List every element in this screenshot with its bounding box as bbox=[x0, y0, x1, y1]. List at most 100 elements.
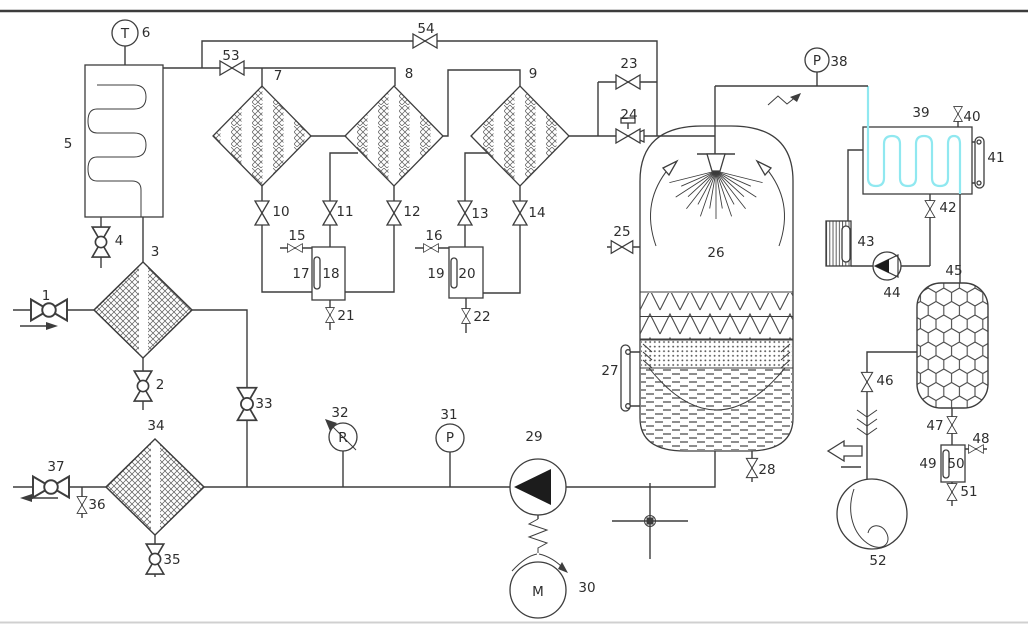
label-15: 15 bbox=[288, 228, 305, 244]
valve-16 bbox=[423, 243, 439, 253]
spray-line bbox=[715, 170, 751, 187]
circulation-arrow-left bbox=[650, 167, 670, 247]
label-24: 24 bbox=[620, 107, 637, 123]
spray-line bbox=[669, 170, 717, 184]
label-1: 1 bbox=[42, 288, 51, 304]
demister-row-1 bbox=[640, 293, 793, 317]
valve-10 bbox=[254, 200, 270, 226]
label-53: 53 bbox=[222, 48, 239, 64]
valve-21 bbox=[325, 307, 335, 323]
refrigerant-pump-44 bbox=[872, 251, 902, 281]
label-20: 20 bbox=[458, 266, 475, 282]
label-34: 34 bbox=[147, 418, 164, 434]
level-gauge-41 bbox=[974, 136, 985, 189]
valve-46 bbox=[860, 371, 874, 393]
label-25: 25 bbox=[613, 224, 630, 240]
valve-40 bbox=[953, 106, 963, 122]
valve-51 bbox=[946, 483, 958, 501]
temperature-gauge-6 bbox=[111, 19, 139, 47]
valve-33 bbox=[238, 388, 257, 420]
level-gauge-27 bbox=[620, 344, 631, 412]
label-27: 27 bbox=[601, 363, 618, 379]
flex-connector-chevrons bbox=[856, 409, 878, 436]
label-3: 3 bbox=[151, 244, 160, 260]
heater-box-18 bbox=[311, 246, 346, 301]
label-22: 22 bbox=[473, 309, 490, 325]
refrigerant-coil bbox=[866, 86, 962, 194]
label-51: 51 bbox=[960, 484, 977, 500]
valve-11 bbox=[322, 200, 338, 226]
spray-line bbox=[715, 170, 746, 210]
valve-4 bbox=[92, 227, 110, 257]
label-46: 46 bbox=[876, 373, 893, 389]
label-42: 42 bbox=[939, 200, 956, 216]
packing-band bbox=[641, 340, 792, 368]
circulation-pump-29 bbox=[509, 458, 567, 516]
heater-element-19 bbox=[450, 257, 458, 289]
spray-fan bbox=[669, 170, 763, 219]
label-10: 10 bbox=[272, 204, 289, 220]
filter-diamond-3 bbox=[93, 261, 193, 359]
label-38: 38 bbox=[830, 54, 847, 70]
spray-nozzle bbox=[706, 153, 726, 172]
filter-diamond-34 bbox=[105, 438, 205, 536]
label-33: 33 bbox=[255, 396, 272, 412]
label-9: 9 bbox=[529, 66, 538, 82]
circulation-arrowhead-right bbox=[755, 159, 773, 177]
demister-row-2 bbox=[640, 317, 793, 340]
crosshair-marker bbox=[644, 515, 656, 527]
label-16: 16 bbox=[425, 228, 442, 244]
valve-23 bbox=[615, 74, 641, 90]
valve-24-actuator bbox=[620, 117, 636, 129]
label-19: 19 bbox=[427, 266, 444, 282]
heater-element-17 bbox=[313, 256, 321, 290]
label-39: 39 bbox=[912, 105, 929, 121]
exhaust-block-arrow bbox=[826, 439, 863, 463]
label-11: 11 bbox=[336, 204, 353, 220]
valve-47 bbox=[946, 416, 958, 434]
valve-13 bbox=[457, 200, 473, 226]
instrument-letter-T: T bbox=[120, 26, 130, 42]
label-36: 36 bbox=[88, 497, 105, 513]
spray-line bbox=[709, 170, 717, 209]
fan-coil-43 bbox=[825, 220, 852, 267]
label-30: 30 bbox=[578, 580, 595, 596]
valve-28 bbox=[745, 457, 759, 479]
label-13: 13 bbox=[471, 206, 488, 222]
regulator-gauge-32 bbox=[325, 419, 358, 452]
spray-line bbox=[699, 170, 717, 217]
circulation-arrowhead-left bbox=[661, 159, 679, 177]
spray-line bbox=[715, 170, 763, 184]
label-52: 52 bbox=[869, 553, 886, 569]
pump-motor-coupling bbox=[511, 518, 568, 573]
valve-2 bbox=[134, 371, 152, 401]
adsorber-diamond-9 bbox=[470, 85, 570, 187]
label-45: 45 bbox=[945, 263, 962, 279]
label-54: 54 bbox=[417, 21, 434, 37]
label-43: 43 bbox=[857, 234, 874, 250]
label-2: 2 bbox=[156, 377, 165, 393]
label-28: 28 bbox=[758, 462, 775, 478]
label-44: 44 bbox=[883, 285, 900, 301]
valve-24 bbox=[615, 128, 641, 144]
label-14: 14 bbox=[528, 205, 545, 221]
label-18: 18 bbox=[322, 266, 339, 282]
valve-12 bbox=[386, 200, 402, 226]
label-8: 8 bbox=[405, 66, 414, 82]
label-50: 50 bbox=[947, 456, 964, 472]
valve-22 bbox=[461, 308, 471, 324]
trap-box-50 bbox=[940, 444, 966, 483]
vacuum-pump-52 bbox=[836, 478, 908, 550]
label-7: 7 bbox=[274, 68, 283, 84]
label-17: 17 bbox=[292, 266, 309, 282]
spray-line bbox=[715, 170, 723, 209]
valve-36 bbox=[76, 496, 88, 514]
label-47: 47 bbox=[926, 418, 943, 434]
label-40: 40 bbox=[963, 109, 980, 125]
label-35: 35 bbox=[163, 552, 180, 568]
instrument-letter-P: P bbox=[813, 53, 821, 69]
